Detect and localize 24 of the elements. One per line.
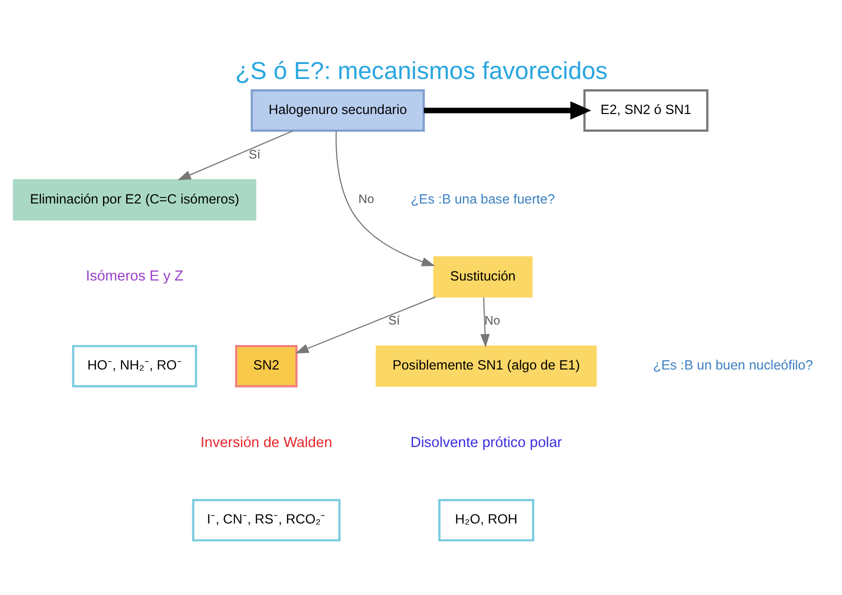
node-box: I⁻, CN⁻, RS⁻, RCO₂⁻ (192, 499, 340, 542)
arrow (423, 101, 591, 120)
edge-label: Sí (388, 314, 400, 328)
node-label: Inversión de Walden (200, 434, 332, 451)
edge-label: No (484, 314, 500, 328)
node-label: Isómeros E y Z (85, 268, 183, 285)
node-box: Eliminación por E2 (C=C isómeros) (12, 179, 256, 220)
node-box: SN2 (234, 344, 298, 388)
node-label: Disolvente prótico polar (410, 434, 562, 451)
arrow (335, 130, 435, 266)
diagram-title: ¿S ó E?: mecanismos favorecidos (234, 58, 608, 85)
node-box: Halogenuro secundario (250, 89, 424, 132)
node-box: Sustitución (432, 256, 532, 298)
label: ¿Es :B una base fuerte? (410, 191, 555, 206)
node-box: H₂O, ROH (438, 499, 534, 542)
edge-label: Sí (248, 147, 260, 162)
node-box: Posiblemente SN1 (algo de E1) (375, 346, 596, 387)
label: ¿Es :B un buen nucleófilo? (652, 358, 812, 373)
arrow (177, 130, 293, 180)
node-box: HO⁻, NH₂⁻, RO⁻ (72, 344, 197, 388)
arrow (480, 297, 490, 348)
edge-label: No (358, 192, 374, 206)
node-box: E2, SN2 ó SN1 (582, 89, 708, 132)
arrow (294, 296, 436, 354)
